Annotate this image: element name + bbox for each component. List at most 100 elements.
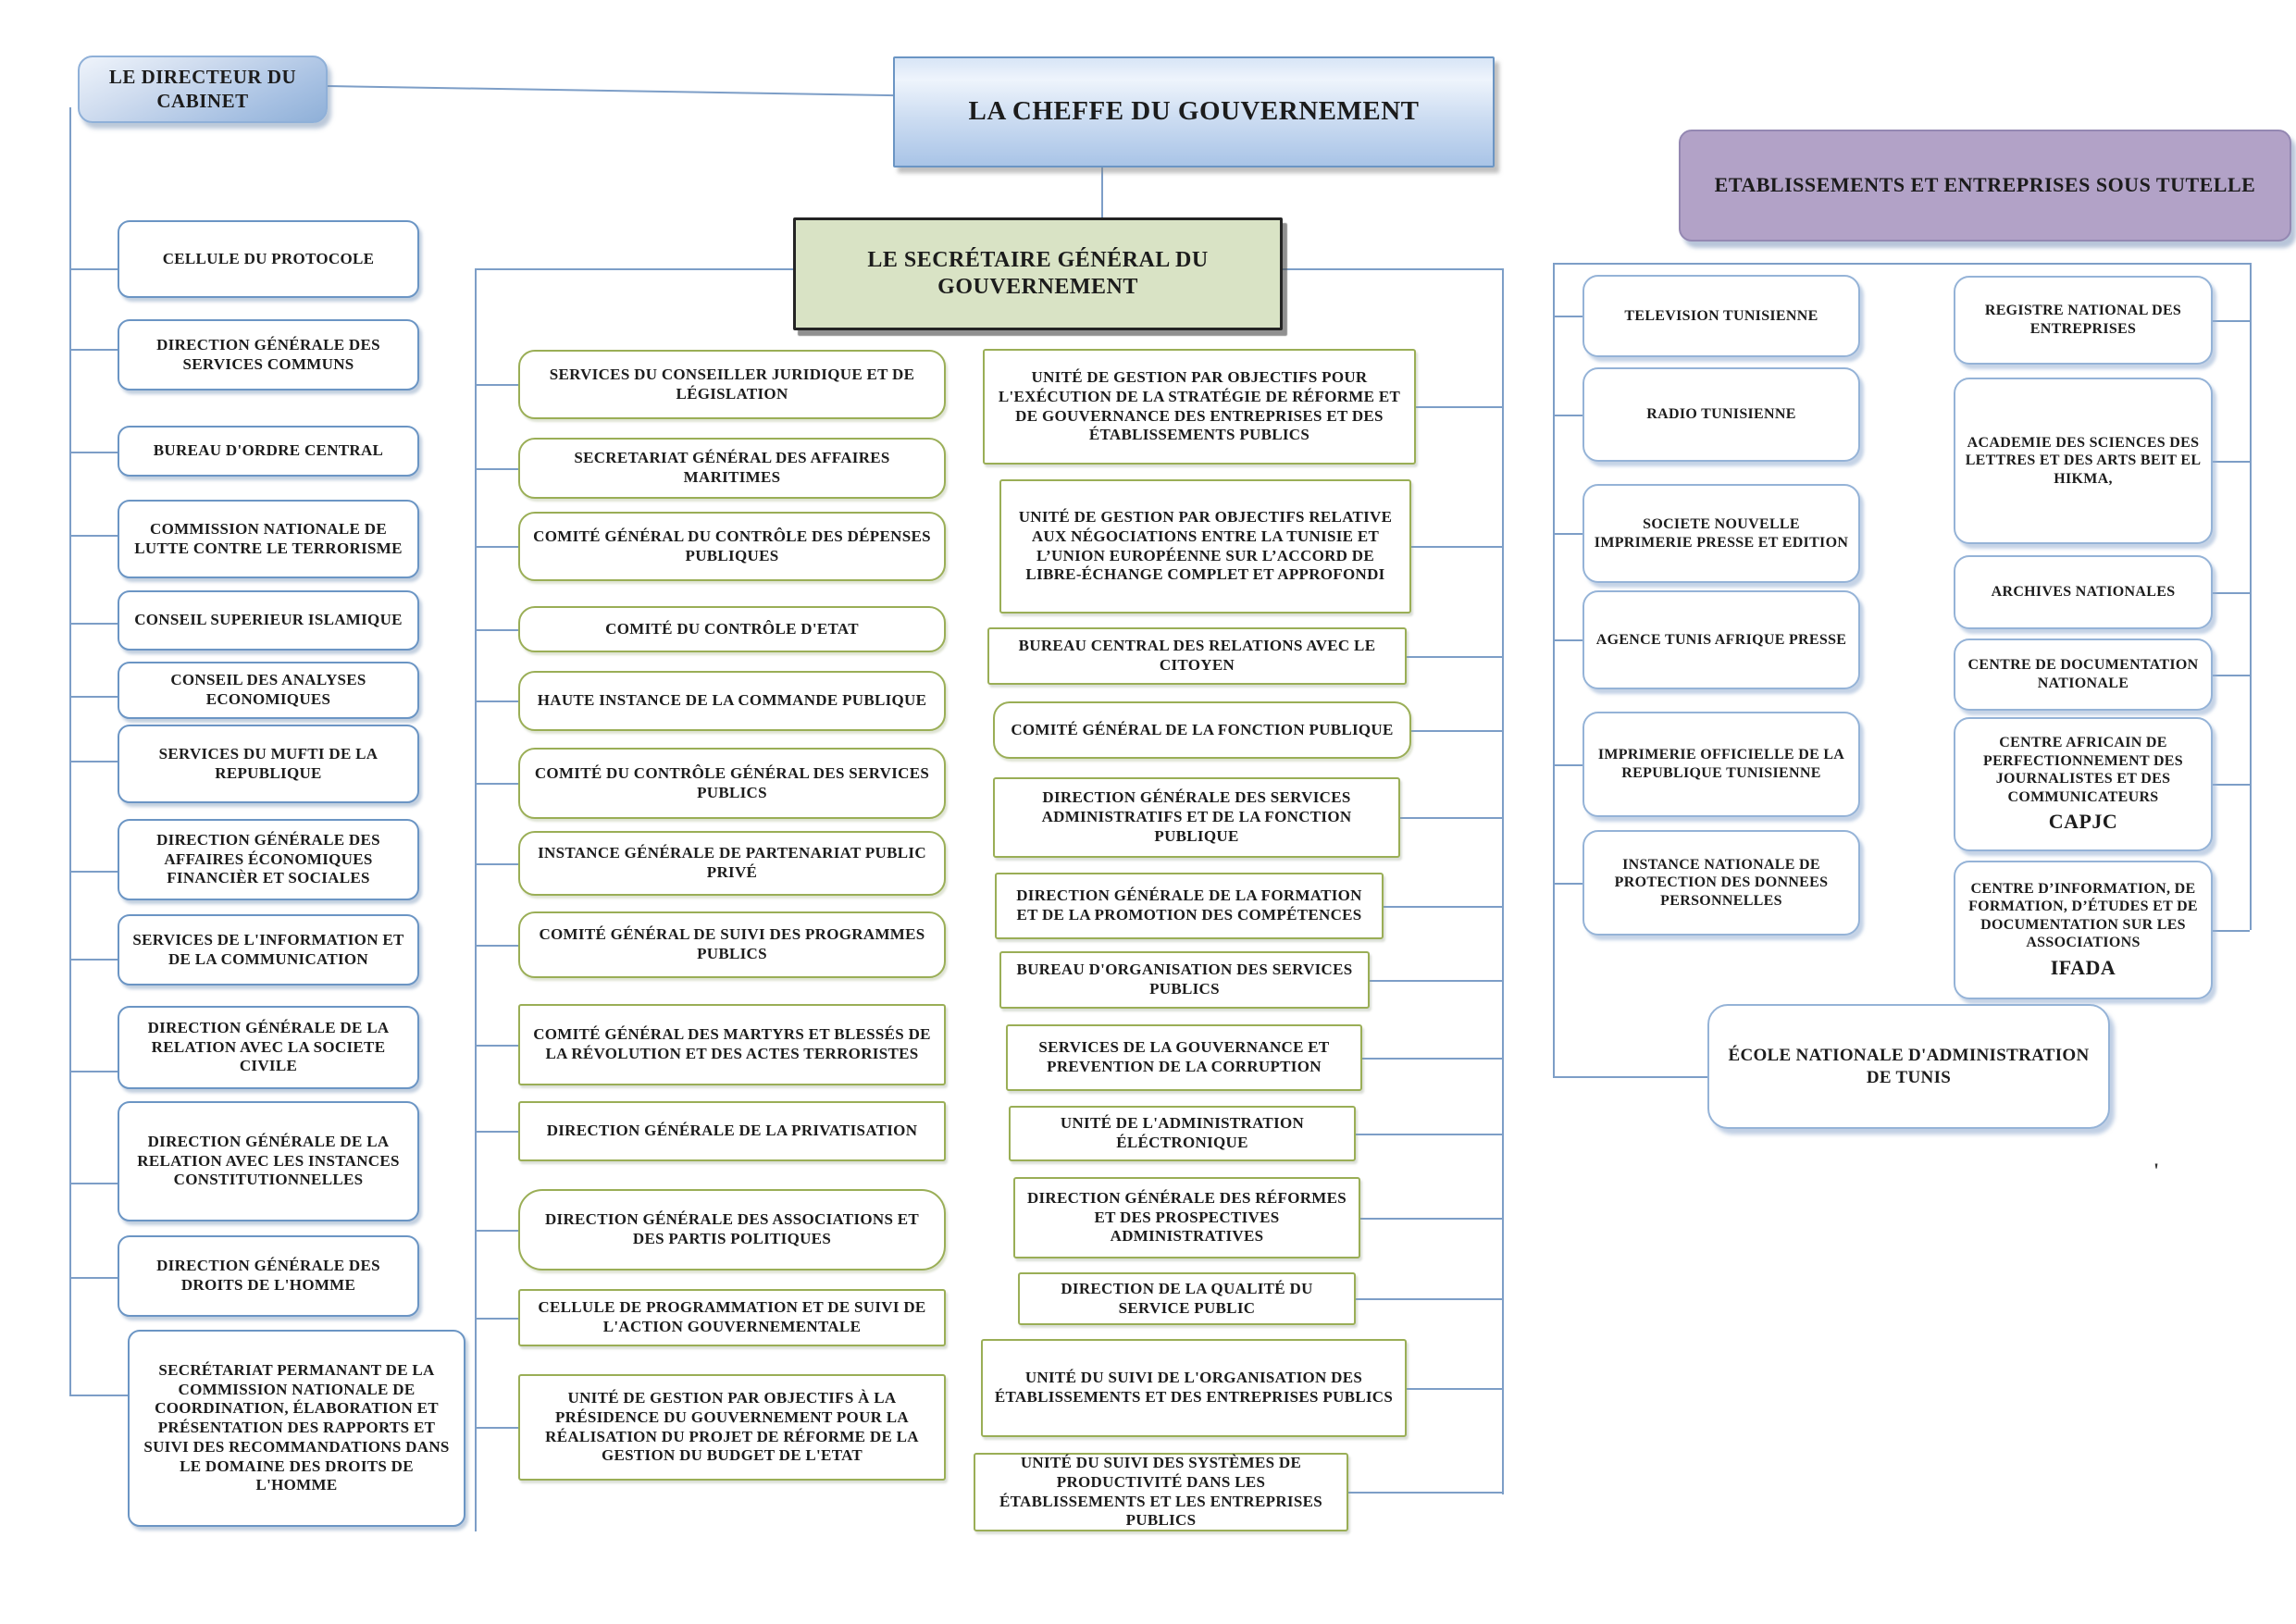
node-conseiller-juridique: SERVICES DU CONSEILLER JURIDIQUE ET DE L…: [518, 350, 946, 419]
node-label: DIRECTION GÉNÉRALE DE LA RELATION AVEC L…: [137, 1132, 400, 1189]
node-secretaire-general: LE SECRÉTAIRE GÉNÉRAL DU GOUVERNEMENT: [793, 217, 1283, 330]
node-unite-reforme-budget: UNITÉ DE GESTION PAR OBJECTIFS À LA PRÉS…: [518, 1374, 946, 1481]
node-label: BUREAU CENTRAL DES RELATIONS AVEC LE CIT…: [1018, 637, 1376, 674]
node-label: DIRECTION GÉNÉRALE DES SERVICES ADMINIST…: [1041, 788, 1352, 845]
connector-stub: [1553, 415, 1582, 416]
connector-cheffe-secretaire: [1101, 167, 1103, 217]
connector-tutelle-top: [1553, 263, 2250, 265]
connector-stub: [2213, 461, 2250, 463]
node-label: CONSEIL SUPERIEUR ISLAMIQUE: [134, 611, 403, 629]
node-dg-droits-homme: DIRECTION GÉNÉRALE DES DROITS DE L'HOMME: [118, 1235, 419, 1317]
node-comite-fonction-publique: COMITÉ GÉNÉRAL DE LA FONCTION PUBLIQUE: [993, 701, 1411, 759]
connector-cabinet-spine: [69, 107, 71, 1395]
node-label: AGENCE TUNIS AFRIQUE PRESSE: [1595, 631, 1847, 648]
connector-stub: [69, 623, 118, 625]
node-label: SECRETARIAT GÉNÉRAL DES AFFAIRES MARITIM…: [574, 449, 890, 486]
node-cellule-protocole: CELLULE DU PROTOCOLE: [118, 220, 419, 298]
node-unite-administration-electronique: UNITÉ DE L'ADMINISTRATION ÉLÉCTRONIQUE: [1009, 1106, 1356, 1161]
node-television-tunisienne: TELEVISION TUNISIENNE: [1582, 275, 1860, 357]
node-label: COMITÉ DU CONTRÔLE GÉNÉRAL DES SERVICES …: [534, 763, 930, 801]
connector-stub: [1407, 656, 1502, 658]
connector-stub: [1553, 883, 1582, 885]
connector-stub: [1400, 817, 1502, 819]
stray-mark: ': [2153, 1159, 2160, 1182]
node-label: COMITÉ GÉNÉRAL DU CONTRÔLE DES DÉPENSES …: [533, 527, 931, 564]
node-dg-societe-civile: DIRECTION GÉNÉRALE DE LA RELATION AVEC L…: [118, 1006, 419, 1089]
node-dg-instances-constitutionnelles: DIRECTION GÉNÉRALE DE LA RELATION AVEC L…: [118, 1101, 419, 1221]
node-label: ETABLISSEMENTS ET ENTREPRISES SOUS TUTEL…: [1714, 173, 2256, 197]
node-label: COMITÉ GÉNÉRAL DE LA FONCTION PUBLIQUE: [1011, 720, 1394, 738]
node-acronym: CAPJC: [2048, 810, 2118, 834]
node-unite-suivi-productivite: UNITÉ DU SUIVI DES SYSTÈMES DE PRODUCTIV…: [974, 1453, 1348, 1531]
node-label: COMITÉ DU CONTRÔLE D'ETAT: [605, 619, 859, 638]
node-label: UNITÉ DU SUIVI DES SYSTÈMES DE PRODUCTIV…: [999, 1454, 1322, 1530]
connector-stub: [475, 1427, 518, 1429]
connector-ifada-elbow: [2213, 930, 2250, 932]
node-label: RADIO TUNISIENNE: [1646, 406, 1796, 423]
connector-stub: [1360, 1218, 1502, 1220]
connector-stub: [1411, 730, 1502, 732]
node-conseil-islamique: CONSEIL SUPERIEUR ISLAMIQUE: [118, 590, 419, 651]
node-dg-reformes-prospectives: DIRECTION GÉNÉRALE DES RÉFORMES ET DES P…: [1013, 1177, 1360, 1258]
connector-ecole-elbow: [1553, 1076, 1707, 1078]
node-label: SERVICES DE LA GOUVERNANCE ET PREVENTION…: [1038, 1038, 1330, 1075]
connector-stub: [1356, 1134, 1502, 1135]
connector-stub: [2213, 320, 2250, 322]
connector-stub: [475, 546, 518, 548]
node-unite-gouvernance-entreprises: UNITÉ DE GESTION PAR OBJECTIFS POUR L'EX…: [983, 349, 1416, 465]
connector-tutelle-right-spine: [2250, 263, 2252, 930]
node-label: LA CHEFFE DU GOUVERNEMENT: [968, 96, 1420, 127]
node-label: DIRECTION DE LA QUALITÉ DU SERVICE PUBLI…: [1061, 1279, 1313, 1317]
node-bureau-ordre-central: BUREAU D'ORDRE CENTRAL: [118, 426, 419, 477]
node-label: CELLULE DU PROTOCOLE: [162, 249, 375, 267]
connector-stub: [69, 696, 118, 698]
connector-stub: [1407, 1388, 1502, 1390]
node-services-information: SERVICES DE L'INFORMATION ET DE LA COMMU…: [118, 914, 419, 986]
node-haute-instance-commande-publique: HAUTE INSTANCE DE LA COMMANDE PUBLIQUE: [518, 671, 946, 731]
node-registre-national-entreprises: REGISTRE NATIONAL DES ENTREPRISES: [1954, 276, 2213, 365]
node-label: UNITÉ DE GESTION PAR OBJECTIFS RELATIVE …: [1018, 508, 1393, 584]
connector-stub: [1416, 406, 1502, 408]
connector-stub: [69, 535, 118, 537]
node-archives-nationales: ARCHIVES NATIONALES: [1954, 555, 2213, 629]
node-unite-negociations-ue: UNITÉ DE GESTION PAR OBJECTIFS RELATIVE …: [999, 479, 1411, 614]
node-comite-suivi-programmes: COMITÉ GÉNÉRAL DE SUIVI DES PROGRAMMES P…: [518, 911, 946, 978]
connector-stub: [2213, 784, 2250, 786]
node-instance-protection-donnees: INSTANCE NATIONALE DE PROTECTION DES DON…: [1582, 830, 1860, 936]
node-dg-associations-partis: DIRECTION GÉNÉRALE DES ASSOCIATIONS ET D…: [518, 1189, 946, 1271]
node-directeur-cabinet: LE DIRECTEUR DU CABINET: [78, 56, 328, 123]
node-etablissements-tutelle: ETABLISSEMENTS ET ENTREPRISES SOUS TUTEL…: [1679, 130, 2291, 242]
connector-stub: [2213, 675, 2250, 676]
node-centre-documentation-nationale: CENTRE DE DOCUMENTATION NATIONALE: [1954, 638, 2213, 711]
node-services-gouvernance-corruption: SERVICES DE LA GOUVERNANCE ET PREVENTION…: [1006, 1024, 1362, 1091]
node-agence-tunis-afrique-presse: AGENCE TUNIS AFRIQUE PRESSE: [1582, 590, 1860, 689]
node-dg-formation-competences: DIRECTION GÉNÉRALE DE LA FORMATION ET DE…: [995, 873, 1384, 939]
connector-directeur-cheffe: [327, 85, 895, 97]
connector-stub: [1411, 546, 1502, 548]
node-imprimerie-officielle: IMPRIMERIE OFFICIELLE DE LA REPUBLIQUE T…: [1582, 712, 1860, 817]
connector-stub: [69, 761, 118, 762]
node-label: DIRECTION GÉNÉRALE DE LA RELATION AVEC L…: [147, 1018, 390, 1075]
connector-stub: [1356, 1298, 1502, 1300]
node-label: CENTRE DE DOCUMENTATION NATIONALE: [1967, 657, 2199, 691]
connector-stub: [475, 384, 518, 386]
node-label: DIRECTION GÉNÉRALE DES RÉFORMES ET DES P…: [1026, 1188, 1347, 1246]
node-label: LE SECRÉTAIRE GÉNÉRAL DU GOUVERNEMENT: [867, 247, 1209, 299]
connector-stub: [475, 863, 518, 865]
connector-stub: [475, 1045, 518, 1047]
node-comite-controle-services-publics: COMITÉ DU CONTRÔLE GÉNÉRAL DES SERVICES …: [518, 748, 946, 819]
node-conseil-analyses: CONSEIL DES ANALYSES ECONOMIQUES: [118, 662, 419, 719]
node-label: CENTRE D’INFORMATION, DE FORMATION, D’ÉT…: [1968, 880, 2198, 951]
connector-stub: [1553, 639, 1582, 641]
connector-container-left-spine: [475, 268, 477, 1531]
connector-stub: [475, 783, 518, 785]
node-label: DIRECTION GÉNÉRALE DES AFFAIRES ÉCONOMIQ…: [156, 830, 380, 887]
connector-stub: [1553, 533, 1582, 535]
node-label: INSTANCE NATIONALE DE PROTECTION DES DON…: [1614, 856, 1829, 909]
node-label: SERVICES DU CONSEILLER JURIDIQUE ET DE L…: [549, 365, 915, 403]
connector-stub: [69, 871, 118, 873]
connector-stub: [1348, 1492, 1502, 1494]
node-cellule-programmation: CELLULE DE PROGRAMMATION ET DE SUIVI DE …: [518, 1289, 946, 1346]
node-label: COMMISSION NATIONALE DE LUTTE CONTRE LE …: [134, 519, 403, 557]
